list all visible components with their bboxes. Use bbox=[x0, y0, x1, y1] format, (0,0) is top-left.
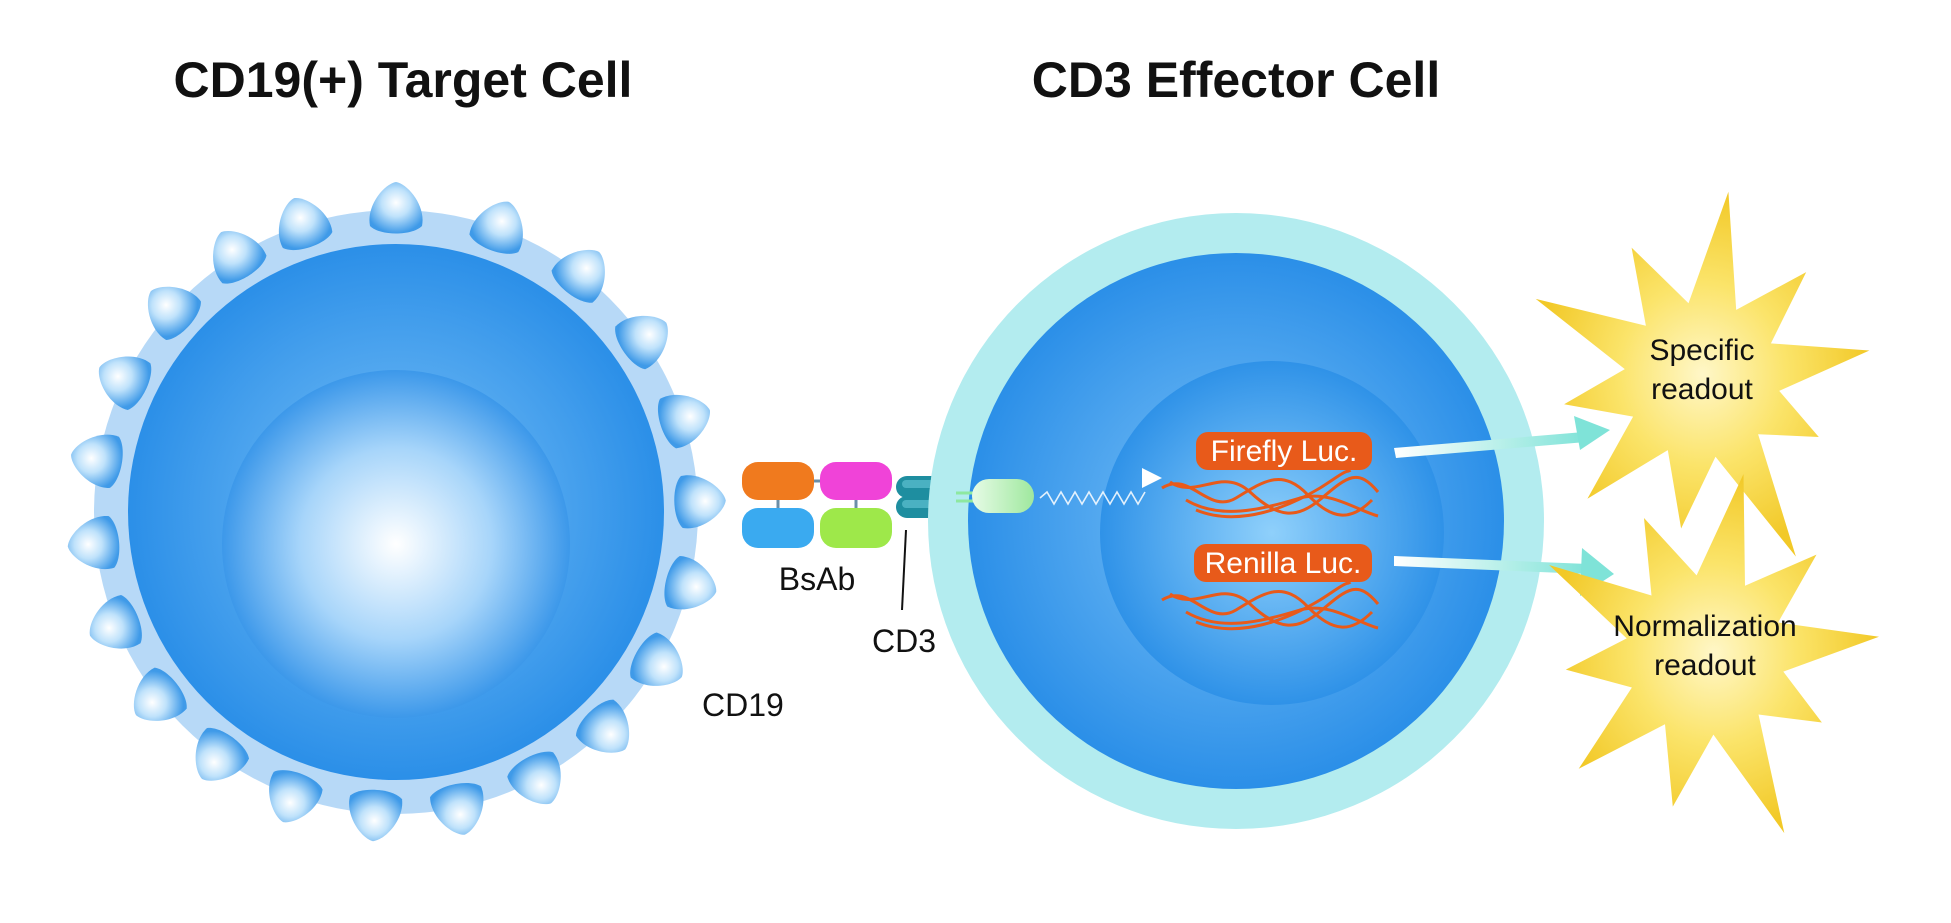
specific-readout-line1: Specific bbox=[1649, 334, 1754, 367]
normalization-readout-line2: readout bbox=[1654, 649, 1756, 682]
normalization-readout-burst bbox=[1549, 474, 1879, 834]
cd19-receptor bbox=[147, 286, 201, 340]
cd3-label: CD3 bbox=[872, 623, 936, 659]
cd19-receptor bbox=[195, 728, 249, 781]
target-cell-nucleus bbox=[222, 370, 570, 718]
cd19-receptor bbox=[674, 475, 726, 529]
effector-cell-title: CD3 Effector Cell bbox=[1032, 52, 1440, 108]
signal-receptor bbox=[972, 479, 1034, 513]
renilla-luc-tag: Renilla Luc. bbox=[1194, 544, 1372, 582]
cd19-receptor bbox=[133, 667, 187, 721]
cd19-label: CD19 bbox=[702, 687, 784, 723]
cd19-receptor bbox=[269, 770, 323, 823]
normalization-readout-line1: Normalization bbox=[1613, 610, 1796, 643]
cd19-receptor bbox=[98, 356, 152, 411]
cd19-receptor bbox=[71, 434, 123, 488]
bsab-antibody bbox=[742, 462, 892, 548]
signal-arrowhead bbox=[1142, 468, 1162, 488]
cd19-receptor bbox=[369, 182, 423, 234]
bsab-domain-magenta bbox=[820, 462, 892, 500]
cd19-receptor bbox=[213, 231, 267, 284]
signal-transduction bbox=[956, 468, 1162, 513]
cd19-receptor bbox=[615, 315, 668, 370]
specific-readout-arrow bbox=[1394, 416, 1610, 458]
renilla-luc-label: Renilla Luc. bbox=[1205, 547, 1362, 580]
target-cell-title: CD19(+) Target Cell bbox=[174, 52, 633, 108]
bsab-label: BsAb bbox=[779, 561, 855, 597]
cd19-receptor bbox=[507, 751, 561, 805]
bsab-domain-green bbox=[820, 508, 892, 548]
cd19-receptor bbox=[278, 198, 333, 251]
cd19-receptor bbox=[630, 632, 683, 686]
cd19-receptor bbox=[551, 249, 605, 303]
cd19-receptor bbox=[575, 699, 630, 753]
firefly-luc-tag: Firefly Luc. bbox=[1196, 432, 1372, 470]
renilla-dna bbox=[1161, 581, 1380, 631]
effector-cell bbox=[928, 213, 1544, 829]
cd19-receptor bbox=[657, 394, 710, 449]
cd19-receptor bbox=[89, 595, 142, 649]
bsab-domain-orange bbox=[742, 462, 814, 500]
signal-squiggle bbox=[1039, 490, 1146, 506]
target-cell bbox=[94, 210, 698, 814]
cd19-receptor bbox=[349, 789, 403, 842]
cd19-receptor bbox=[664, 555, 717, 610]
bsab-domain-blue bbox=[742, 508, 814, 548]
cd19-receptor bbox=[67, 516, 120, 570]
specific-readout-line2: readout bbox=[1651, 373, 1753, 406]
cd3-leader-line bbox=[901, 529, 907, 611]
cd19-receptors bbox=[67, 182, 726, 842]
specific-readout-burst bbox=[1535, 191, 1870, 557]
cd19-receptor bbox=[430, 783, 484, 835]
effector-cell-nucleus bbox=[1100, 361, 1444, 705]
firefly-dna bbox=[1161, 469, 1380, 519]
cd19-receptor bbox=[469, 201, 523, 254]
firefly-luc-label: Firefly Luc. bbox=[1211, 435, 1358, 468]
